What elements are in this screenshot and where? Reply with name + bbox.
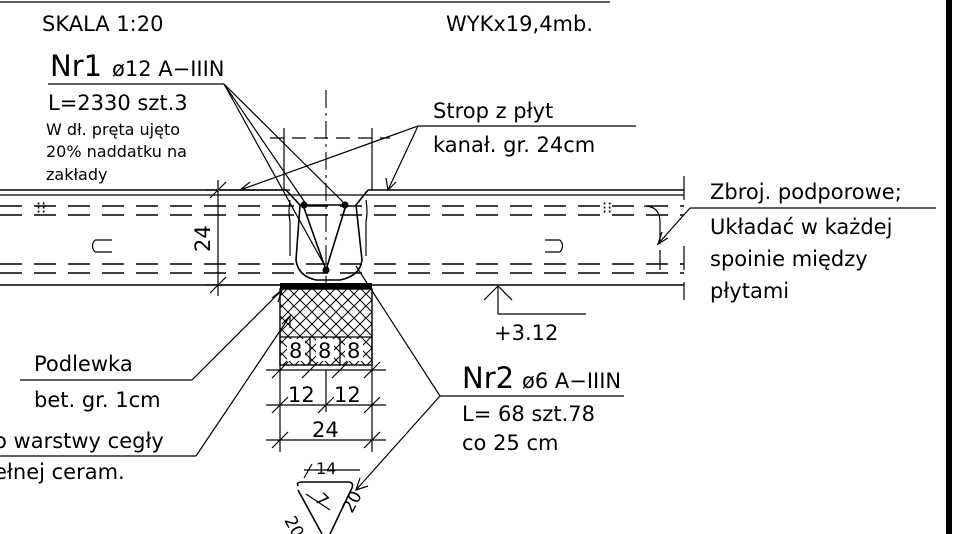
dim-14: 14	[316, 459, 336, 478]
rebar1-note-3: zakłady	[46, 165, 107, 184]
channel-mark-right: ⁝⁝	[602, 198, 612, 217]
rebar1-leader-3	[223, 83, 327, 269]
brick-dim-mask-2	[316, 339, 334, 361]
dim-8-b: 8	[318, 339, 331, 363]
grout-leader-arrow	[271, 288, 284, 303]
dim-20-b: 20	[339, 488, 367, 516]
support-rebar-leader	[657, 207, 691, 245]
level-leg-2	[497, 285, 513, 301]
rebar2-spec: ø6 A−IIIN	[522, 369, 621, 393]
grout-label-2: bet. gr. 1cm	[34, 388, 161, 412]
level-leg-1	[483, 285, 499, 301]
rebar2-shape-left	[297, 489, 323, 534]
slab-label-1: Strop z płyt	[433, 99, 553, 123]
rebar2-leader-2	[355, 395, 441, 491]
right-frame-bar	[946, 0, 952, 534]
support-rebar-label-1: Zbroj. podporowe;	[710, 180, 902, 204]
brick-leader	[195, 315, 291, 457]
dim-8-c: 8	[347, 339, 360, 363]
slab-joint-inner-r	[365, 199, 368, 256]
brick-dim-mask-1	[287, 339, 305, 361]
rebar1-note-2: 20% naddatku na	[46, 142, 187, 161]
channel-end-left	[91, 239, 112, 253]
rebar1-length: L=2330 szt.3	[48, 91, 188, 115]
slab-joint-inner	[288, 199, 291, 256]
rebar2-shape	[296, 481, 354, 534]
slab-leader-1	[239, 125, 419, 191]
brick-label-2: ełnej ceram.	[0, 460, 125, 484]
channel-end-right	[545, 239, 564, 253]
rebar-dot-left	[300, 201, 308, 209]
grout-leader	[191, 289, 283, 381]
support-rebar-label-2: Układać w każdej	[710, 215, 892, 239]
dim-ticks	[271, 361, 381, 449]
brick-leader-arrow	[281, 314, 291, 328]
dim-20-a: 20	[280, 513, 308, 534]
rebar1-mark: Nr1	[50, 49, 102, 83]
rebar1-leader-1	[223, 83, 307, 205]
rebar2-leader-arrow	[355, 477, 369, 491]
rebar1-spec: ø12 A−IIIN	[112, 57, 225, 81]
slab-joint-outline	[285, 189, 369, 281]
dim-24: 24	[312, 418, 339, 442]
rebar1-note-1: W dł. pręta ujęto	[46, 120, 180, 139]
dim-8-a: 8	[289, 339, 302, 363]
rebar-dot-right	[341, 201, 349, 209]
rebar2-length: L= 68 szt.78	[462, 402, 595, 426]
support-rebar-label-4: płytami	[710, 279, 789, 303]
rebar2-hook	[305, 493, 331, 511]
channel-mark-left: ⁝⁝	[36, 198, 46, 217]
brick-label-1: o warstwy cegły	[0, 429, 164, 453]
quantity-label: WYKx19,4mb.	[446, 12, 593, 36]
slab-right-end	[643, 205, 661, 244]
slab-thickness-label: 24	[191, 225, 215, 252]
rebar2-mark: Nr2	[462, 361, 514, 395]
scale-label: SKALA 1:20	[42, 12, 163, 36]
rebar2-spacing: co 25 cm	[462, 431, 558, 455]
slab-leader-2	[387, 125, 419, 191]
slab-label-2: kanał. gr. 24cm	[433, 133, 595, 157]
brick-dim-mask-3	[345, 339, 363, 361]
grout-label-1: Podlewka	[34, 352, 133, 376]
dim-7: 7	[310, 489, 332, 511]
dim-12-a: 12	[288, 383, 315, 407]
grout-layer	[280, 283, 372, 289]
support-rebar-label-3: spoinie między	[710, 247, 868, 271]
support-rebar-arrow	[656, 231, 669, 246]
level-value: +3.12	[494, 321, 558, 345]
dim14-ticks	[303, 463, 360, 479]
rebar2-leader-1	[355, 265, 441, 397]
dim-12-b: 12	[334, 383, 361, 407]
